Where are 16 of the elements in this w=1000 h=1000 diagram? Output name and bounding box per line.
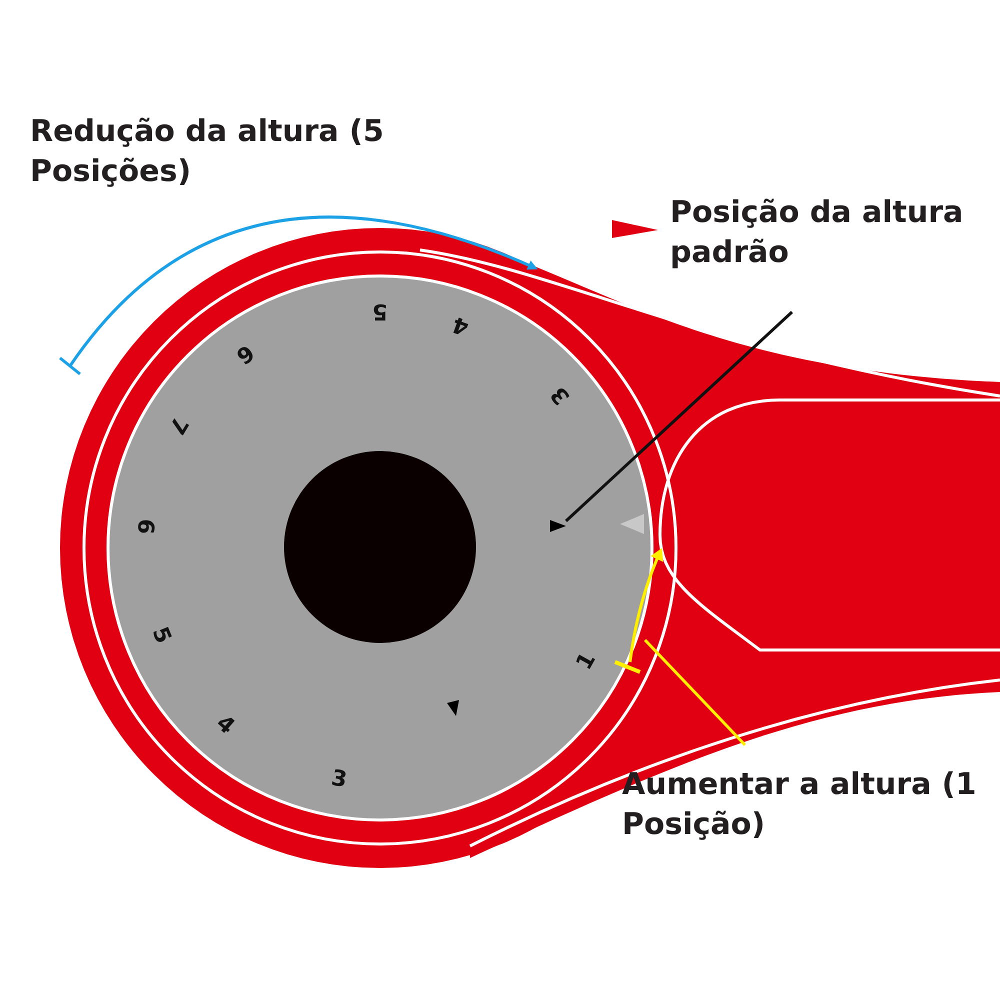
callout-text: Aumentar a altura (1 Posição) (622, 765, 992, 845)
dial-number: 3 (329, 766, 349, 794)
dial-number: 1 (572, 648, 602, 674)
dial-number: 3 (546, 381, 576, 410)
dial-number: 6 (132, 518, 158, 536)
callout-text: Posição da altura padrão (670, 193, 998, 273)
dial-number: 4 (211, 710, 240, 740)
index-marker-icon (550, 520, 566, 532)
dial-number: 5 (372, 298, 388, 324)
leader-line (644, 638, 746, 746)
callout-text: Redução da altura (5 Posições) (30, 112, 390, 192)
leader-line (564, 310, 794, 522)
dial-number: 5 (146, 624, 176, 648)
dial-number: 7 (163, 412, 192, 438)
dial-number: 4 (449, 310, 472, 340)
dial-number: 6 (231, 339, 258, 368)
